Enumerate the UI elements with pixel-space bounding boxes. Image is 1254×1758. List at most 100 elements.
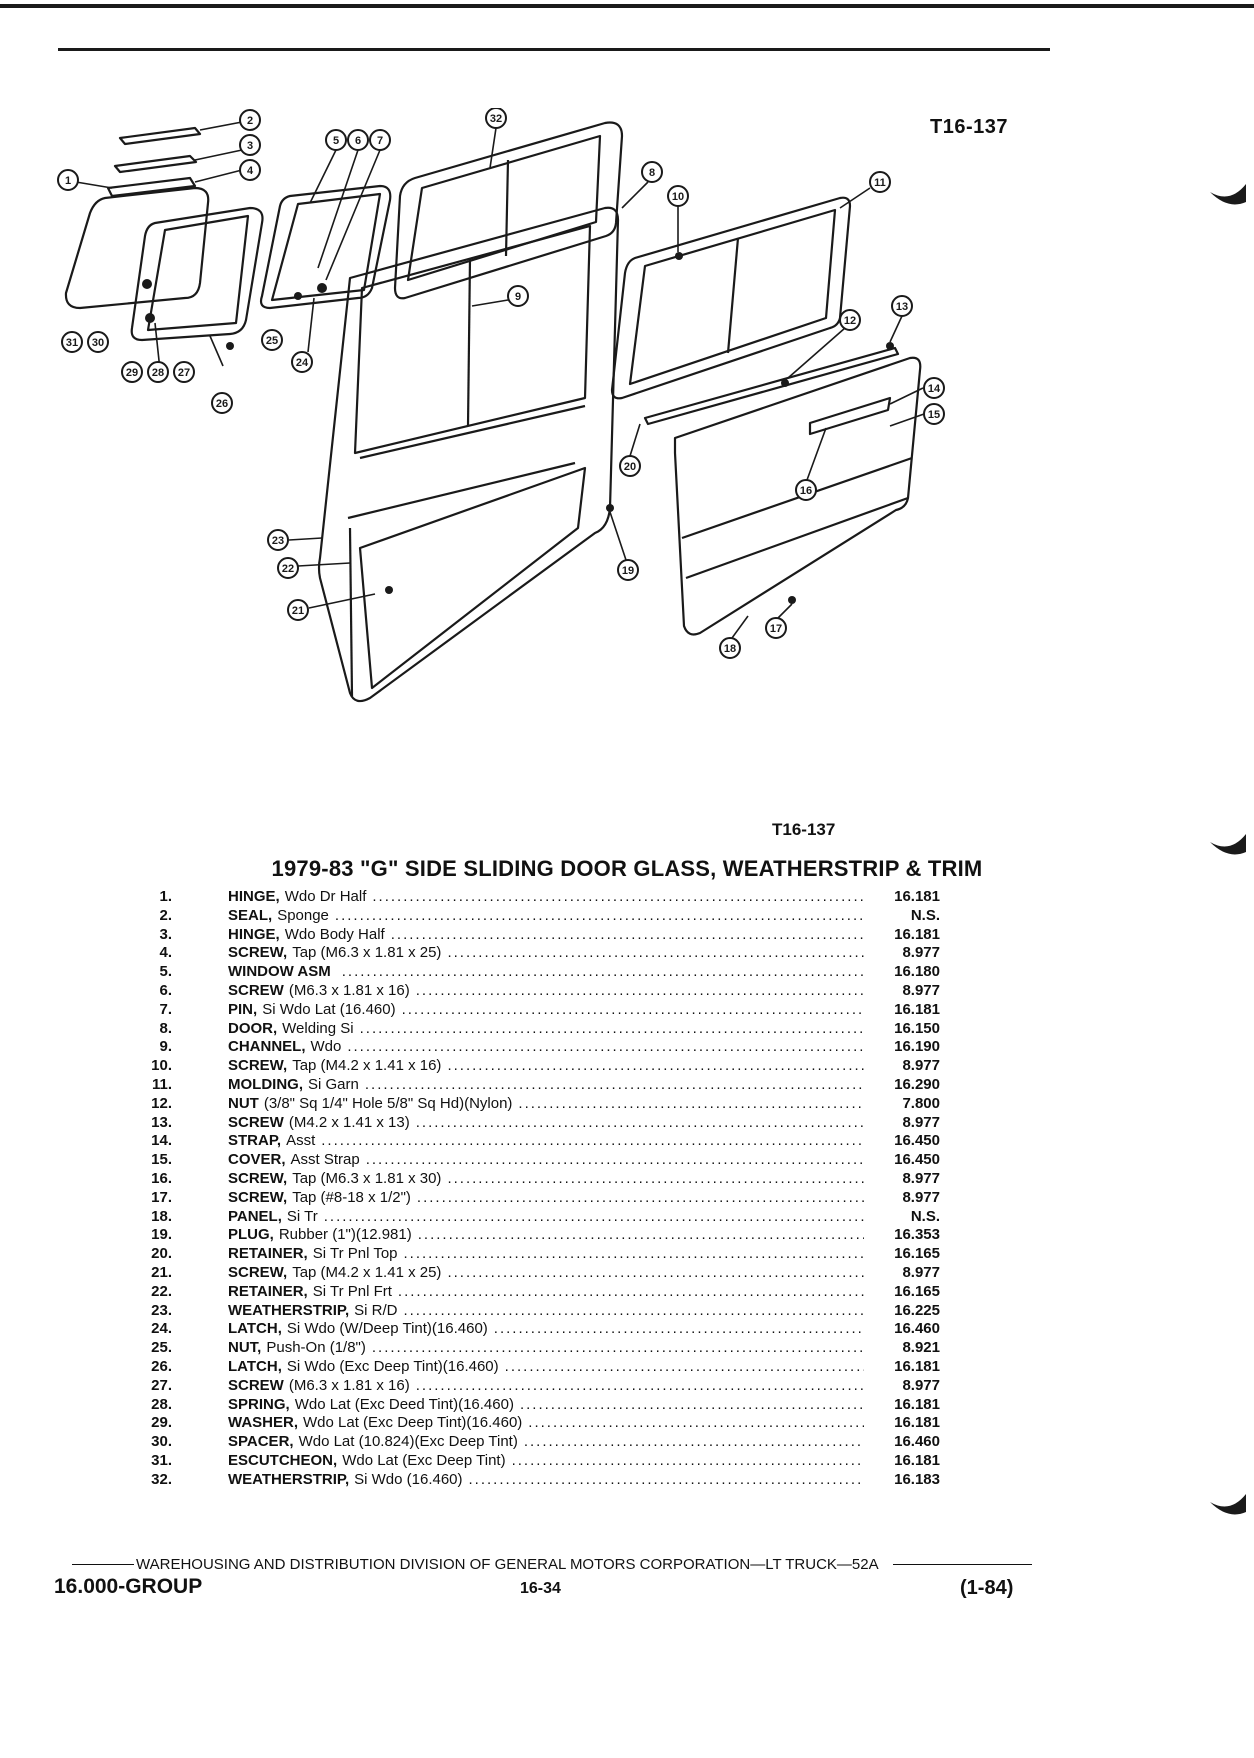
leader-dots [404,1245,865,1264]
leader-dots [494,1320,864,1339]
part-number: 26. [151,1357,172,1375]
callout-13: 13 [891,295,913,317]
part-detail: Si Wdo (16.460) [354,1470,463,1488]
part-description: ESCUTCHEON,Wdo Lat (Exc Deep Tint) [228,1452,870,1471]
svg-text:3: 3 [247,140,253,152]
binder-punch-mark [1210,1494,1246,1515]
leader-dots [372,1339,864,1358]
part-detail: Si Garn [308,1075,359,1093]
part-name: RETAINER, [228,1282,308,1300]
part-detail: Si R/D [354,1301,398,1319]
part-group-number: 16.460 [894,1320,940,1338]
part-description: PIN,Si Wdo Lat (16.460) [228,1001,870,1020]
part-name: SPRING, [228,1395,290,1413]
svg-text:5: 5 [333,135,339,147]
part-description: LATCH,Si Wdo (Exc Deep Tint)(16.460) [228,1358,870,1377]
footer-division: WAREHOUSING AND DISTRIBUTION DIVISION OF… [136,1556,879,1573]
callout-3: 3 [239,134,261,156]
part-number: 21. [151,1263,172,1281]
part-number: 12. [151,1094,172,1112]
part-name: STRAP, [228,1132,282,1150]
callout-4: 4 [239,159,261,181]
part-detail: Si Wdo Lat (16.460) [262,1000,396,1018]
svg-text:19: 19 [622,565,634,577]
leader-dots [398,1283,864,1302]
part-description: WINDOW ASM [228,963,870,982]
part-number: 25. [151,1339,172,1357]
part-detail: Si Tr Pnl Frt [312,1282,392,1300]
part-name: SCREW, [228,1057,288,1075]
svg-text:16: 16 [800,485,812,497]
leader-dots [512,1452,864,1471]
part-name: CHANNEL, [228,1038,306,1056]
leader-dots [447,1057,864,1076]
part-row: 21.SCREW,Tap (M4.2 x 1.41 x 25)8.977 [140,1264,940,1283]
part-group-number: 8.977 [902,1057,940,1075]
svg-text:12: 12 [844,315,856,327]
footer-division-line: WAREHOUSING AND DISTRIBUTION DIVISION OF… [72,1556,1032,1573]
part-description: NUT,Push-On (1/8") [228,1339,870,1358]
part-group-number: 16.180 [894,963,940,981]
part-group-number: 8.977 [902,981,940,999]
part-number: 2. [159,906,172,924]
part-name: SCREW, [228,944,288,962]
part-detail: Wdo Lat (Exc Deep Tint) [342,1451,506,1469]
binder-punch-mark [1210,834,1246,855]
part-name: LATCH, [228,1357,282,1375]
leader-dots [469,1471,864,1490]
svg-text:15: 15 [928,409,940,421]
callout-25: 25 [261,329,283,351]
part-description: NUT(3/8" Sq 1/4" Hole 5/8" Sq Hd)(Nylon) [228,1095,870,1114]
part-description: SCREW(M4.2 x 1.41 x 13) [228,1114,870,1133]
part-group-number: 16.290 [894,1075,940,1093]
part-row: 27.SCREW(M6.3 x 1.81 x 16)8.977 [140,1377,940,1396]
part-group-number: 8.921 [902,1339,940,1357]
part-group-number: 16.165 [894,1282,940,1300]
part-group-number: N.S. [910,906,940,924]
part-name: LATCH, [228,1320,282,1338]
leader-dots [360,1020,864,1039]
svg-text:4: 4 [247,165,254,177]
part-row: 28.SPRING,Wdo Lat (Exc Deed Tint)(16.460… [140,1396,940,1415]
part-name: NUT [228,1094,259,1112]
top-border-rule [0,4,1254,8]
part-detail: Tap (M6.3 x 1.81 x 30) [292,1169,442,1187]
leader-dots [321,1132,864,1151]
callout-labels: 1 2 3 4 5 6 7 8 9 10 11 12 13 14 15 16 1… [57,108,945,659]
callout-27: 27 [173,361,195,383]
weatherstrip-window-drawing [393,121,624,300]
svg-text:23: 23 [272,535,284,547]
callout-18: 18 [719,637,741,659]
callout-26: 26 [211,392,233,414]
svg-text:22: 22 [282,563,294,575]
part-number: 3. [159,925,172,943]
part-row: 12. NUT(3/8" Sq 1/4" Hole 5/8" Sq Hd)(Nyl… [140,1095,940,1114]
callout-9: 9 [507,285,529,307]
part-group-number: 16.181 [894,888,940,905]
svg-text:32: 32 [490,113,502,125]
part-group-number: 8.977 [902,1188,940,1206]
part-group-number: 16.353 [894,1226,940,1244]
part-row: 11.MOLDING,Si Garn16.290 [140,1076,940,1095]
part-group-number: 16.183 [894,1470,940,1488]
leader-dots [418,1226,864,1245]
leader-dots [447,1170,864,1189]
part-name: MOLDING, [228,1075,303,1093]
part-number: 24. [151,1320,172,1338]
svg-text:10: 10 [672,191,684,203]
leader-dots [518,1095,864,1114]
part-group-number: 16.165 [894,1245,940,1263]
part-detail: (M6.3 x 1.81 x 16) [288,1376,410,1394]
door-drawing [317,206,620,703]
part-number: 32. [151,1470,172,1488]
leader-dots [520,1396,864,1415]
part-row: 18.PANEL,Si TrN.S. [140,1208,940,1227]
leader-dots [524,1433,864,1452]
part-row: 25. NUT,Push-On (1/8") 8.921 [140,1339,940,1358]
part-group-number: 16.460 [894,1433,940,1451]
part-name: COVER, [228,1151,286,1169]
part-group-number: 16.450 [894,1132,940,1150]
part-row: 23.WEATHERSTRIP,Si R/D16.225 [140,1302,940,1321]
leader-dots [416,1377,864,1396]
part-group-number: 16.150 [894,1019,940,1037]
